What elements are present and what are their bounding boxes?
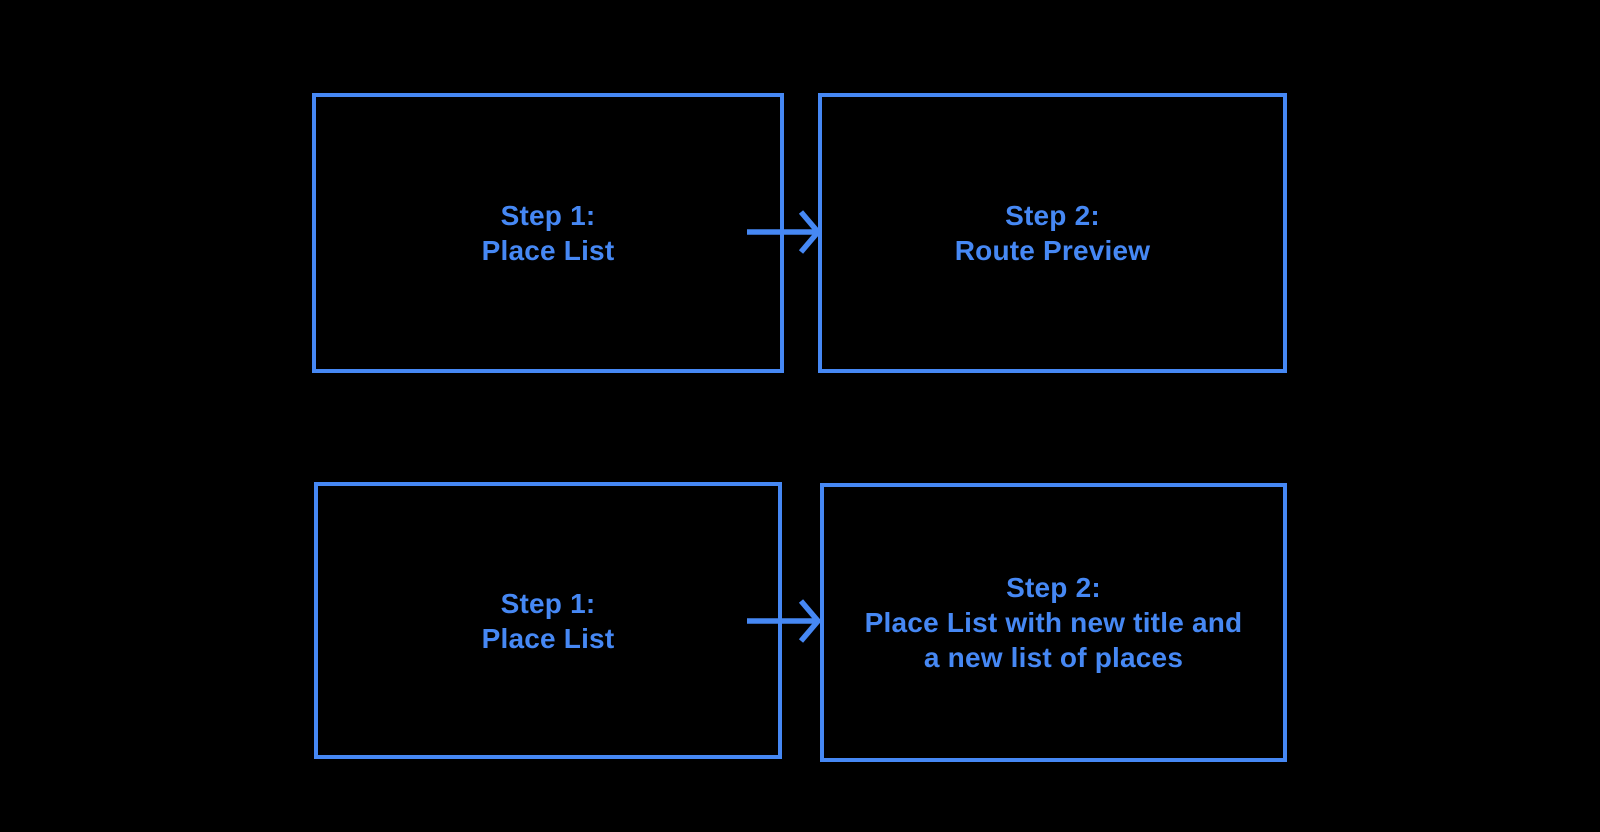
node-label-line: Step 2:: [1006, 572, 1101, 603]
node-label: Step 1: Place List: [482, 586, 615, 656]
node-label-line: Step 1:: [500, 587, 596, 619]
node-label-line: Place List: [481, 235, 615, 266]
node-label: Step 2: Route Preview: [955, 198, 1151, 268]
node-step1-place-list-row2: Step 1: Place List: [314, 482, 782, 759]
right-arrow-icon: [747, 599, 822, 643]
node-label-line: Step 2:: [1005, 200, 1100, 231]
node-label-line: Place List: [481, 622, 615, 654]
node-label-line: Step 1:: [500, 200, 596, 231]
node-label: Step 1: Place List: [482, 198, 615, 268]
node-label-line: Route Preview: [954, 235, 1151, 266]
node-label-line: a new list of places: [923, 642, 1184, 673]
right-arrow-icon: [747, 210, 822, 254]
node-step2-new-place-list: Step 2: Place List with new title and a …: [820, 483, 1287, 762]
node-label-line: Place List with new title and: [864, 607, 1243, 638]
node-step1-place-list-row1: Step 1: Place List: [312, 93, 784, 373]
node-label: Step 2: Place List with new title and a …: [865, 570, 1243, 675]
node-step2-route-preview: Step 2: Route Preview: [818, 93, 1287, 373]
